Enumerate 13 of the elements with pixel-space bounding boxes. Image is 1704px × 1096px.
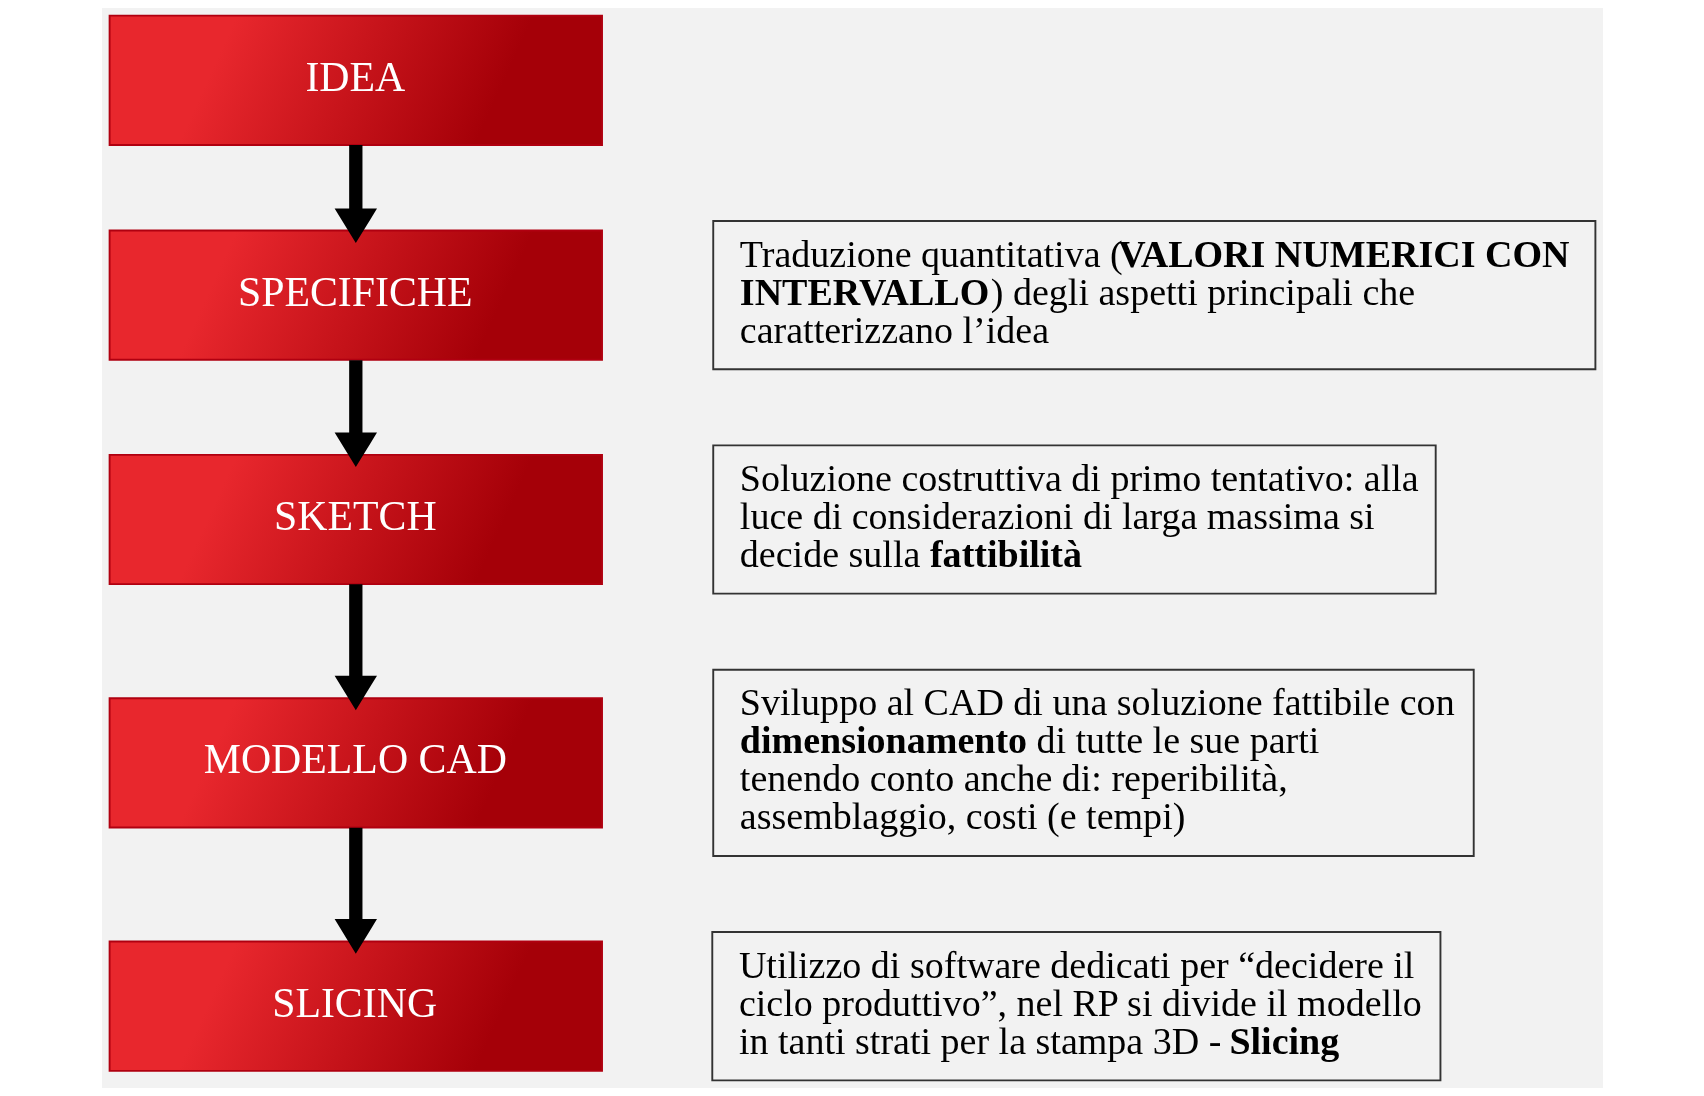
node-box: SPECIFICHE [108,229,603,361]
arrow [334,360,377,468]
node-box: IDEA [108,14,603,146]
arrow [334,827,377,954]
node-box: SLICING [108,940,603,1072]
node-box: Utilizzo di software dedicati per “decidere il ciclo produttivo”, nel RP si divide il modello in tanti strati per la stampa 3D - Slicing [710,931,1441,1082]
arrow [334,144,377,244]
node-box: SKETCH [108,453,603,586]
node-box: Traduzione quantitativa (VALORI NUMERICI CON INTERVALLO) degli aspetti principali che caratterizzano l’idea [711,220,1596,371]
node-box: Sviluppo al CAD di una soluzione fattibile con dimensionamento di tutte le sue parti tenendo conto anche di: reperibilità, assemblaggio, costi (e tempi) [711,668,1475,857]
arrow [334,584,377,711]
node-box: MODELLO CAD [108,697,603,829]
node-box: Soluzione costruttiva di primo tentativo: alla luce di considerazioni di larga massima si decide sulla fattibilità [711,444,1437,595]
